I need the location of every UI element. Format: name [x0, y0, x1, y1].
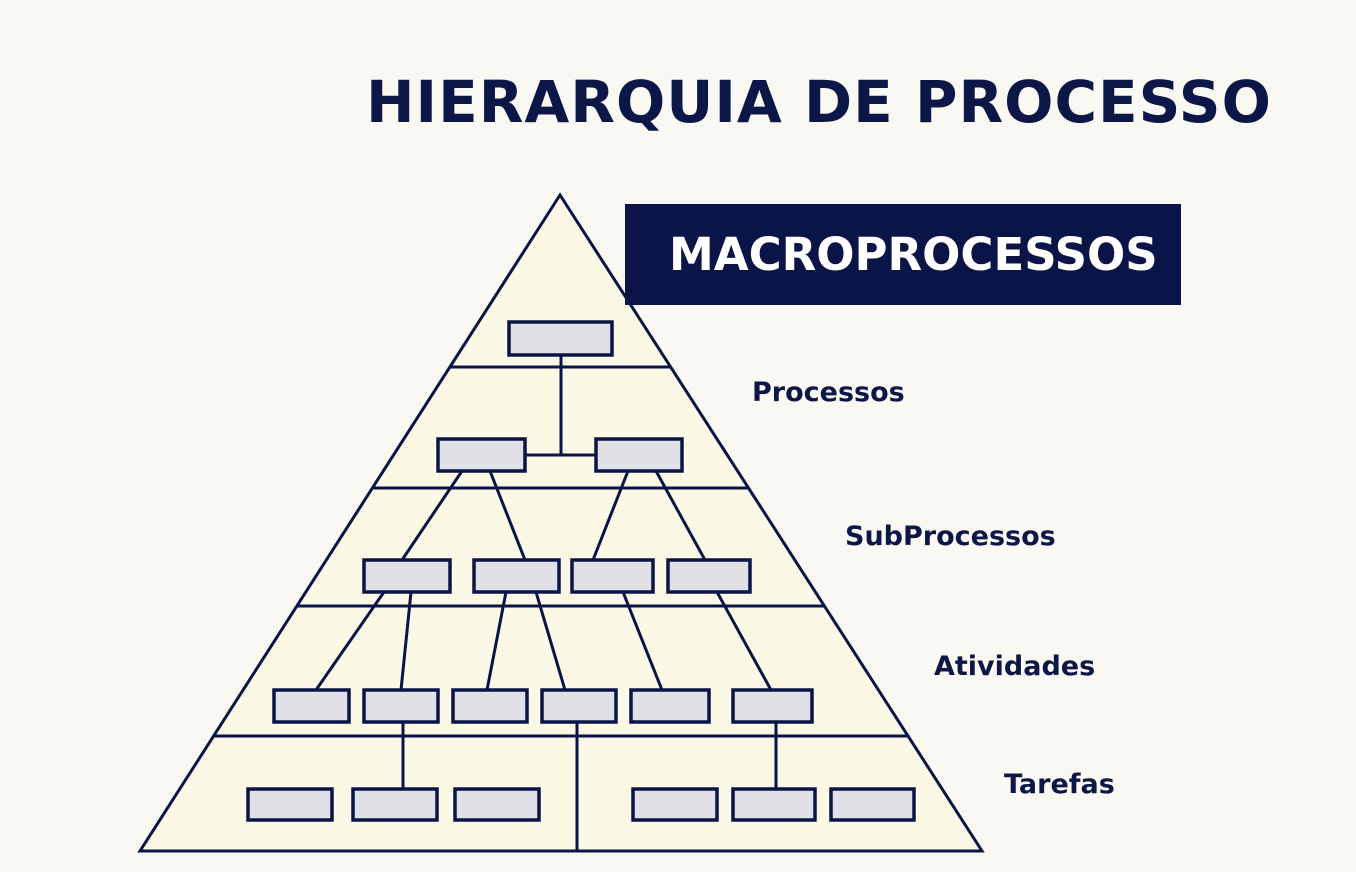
hierarchy-node-box — [666, 558, 752, 594]
hierarchy-node-box — [631, 787, 719, 822]
hierarchy-node-box — [451, 688, 529, 724]
hierarchy-node-box — [829, 787, 916, 822]
macroprocessos-label: MACROPROCESSOS — [669, 228, 1158, 281]
pyramid-outline — [137, 192, 985, 853]
hierarchy-node-box — [731, 787, 817, 822]
level-label-processos: Processos — [752, 377, 905, 408]
hierarchy-node-box — [507, 320, 614, 357]
hierarchy-node-box — [246, 787, 334, 822]
hierarchy-node-box — [629, 688, 711, 724]
connector-line — [621, 591, 664, 691]
connector-line — [485, 591, 508, 691]
page-title: HIERARQUIA DE PROCESSO — [366, 68, 1272, 136]
macroprocessos-banner: MACROPROCESSOS — [625, 204, 1181, 305]
connector-line — [654, 470, 707, 561]
hierarchy-node-box — [472, 558, 561, 594]
connector-line — [715, 591, 773, 691]
connector-line — [399, 591, 413, 691]
hierarchy-node-box — [540, 688, 618, 724]
level-label-tarefas: Tarefas — [1004, 769, 1115, 800]
level-label-subprocessos: SubProcessos — [845, 521, 1056, 552]
hierarchy-node-box — [570, 558, 655, 594]
hierarchy-node-box — [594, 437, 684, 473]
level-label-atividades: Atividades — [934, 651, 1096, 682]
hierarchy-node-box — [362, 688, 440, 724]
connector-line — [534, 591, 567, 691]
hierarchy-node-box — [362, 558, 452, 594]
hierarchy-node-box — [731, 688, 814, 724]
connector-line — [400, 470, 464, 561]
connector-line — [488, 470, 527, 561]
hierarchy-node-box — [436, 437, 527, 473]
hierarchy-node-box — [453, 787, 541, 822]
hierarchy-node-box — [351, 787, 439, 822]
connector-line — [591, 470, 630, 561]
connector-line — [314, 591, 386, 691]
hierarchy-node-box — [272, 688, 351, 724]
